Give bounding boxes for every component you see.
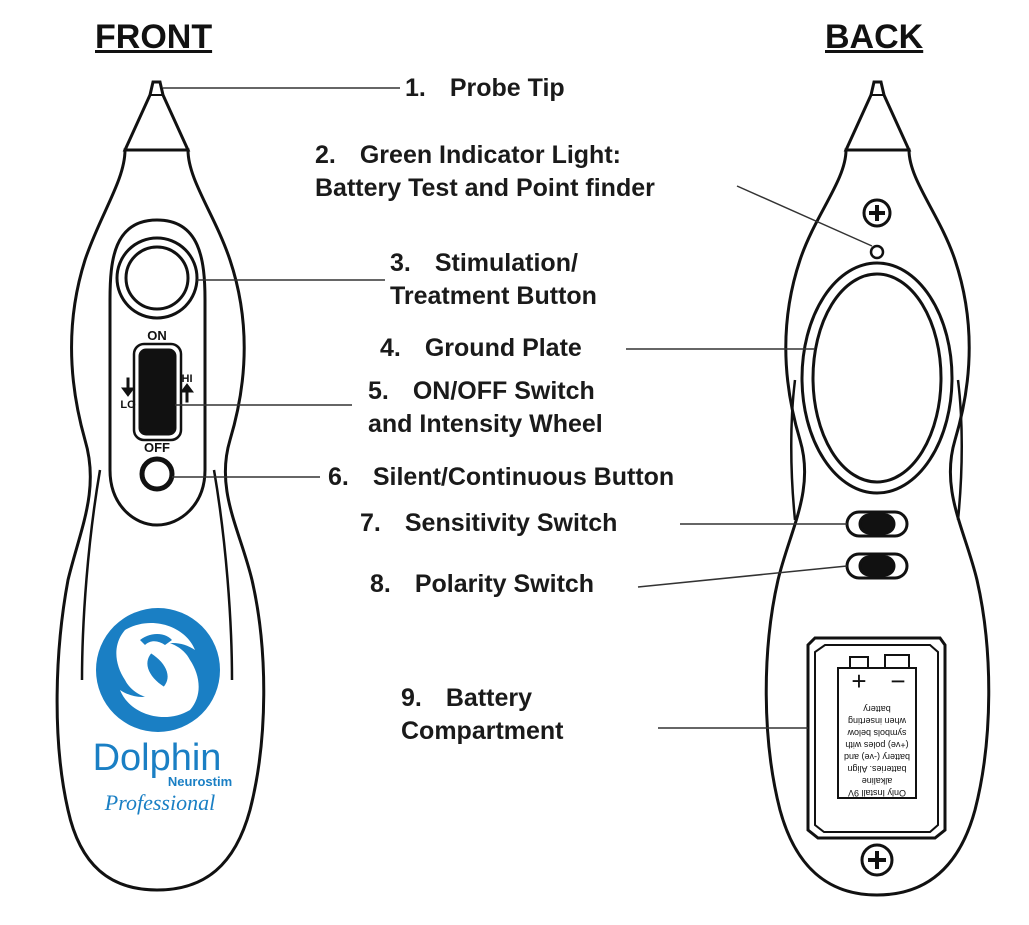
ground-plate [800, 261, 954, 495]
back-probe-tip [843, 80, 912, 152]
callout-green-indicator: 2.Green Indicator Light: Battery Test an… [315, 141, 655, 202]
leader-lines [163, 87, 873, 729]
battery-instruction-line: (+ve) poles with [845, 740, 908, 750]
hi-label: HI [182, 373, 193, 385]
front-control-panel [108, 218, 207, 527]
battery-instruction-line: Only Install 9V [848, 788, 906, 798]
bottom-screw-icon [860, 843, 894, 877]
callout-ground-plate: 4.Ground Plate [380, 334, 582, 362]
battery-instruction-line: batteries. Align [847, 764, 906, 774]
battery-compartment-cover[interactable] [806, 636, 947, 840]
lo-label: LO [120, 399, 136, 411]
stimulation-button[interactable] [115, 236, 199, 320]
back-view-title: BACK [825, 18, 924, 56]
battery-plus-symbol: + [851, 666, 866, 696]
battery-outline [837, 667, 917, 799]
brand-tag: Professional [104, 790, 215, 815]
callout-probe-tip: 1.Probe Tip [405, 74, 565, 102]
switch-on-label: ON [147, 328, 167, 343]
callout-sensitivity-switch: 7.Sensitivity Switch [360, 509, 618, 537]
battery-minus-symbol: − [890, 666, 905, 696]
battery-instructions: Only Install 9V alkaline batteries. Align b… [844, 704, 910, 798]
callout-on-off-switch: 5.ON/OFF Switch and Intensity Wheel [368, 377, 603, 438]
battery-instruction-line: battery [863, 704, 891, 714]
callout-polarity-switch: 8.Polarity Switch [370, 570, 595, 598]
battery-instruction-line: battery (-ve) and [844, 752, 910, 762]
back-device [764, 80, 991, 897]
lo-arrow-icon [121, 377, 135, 397]
front-probe-tip [122, 80, 191, 152]
callout-battery-compartment: 9.Battery Compartment [401, 684, 564, 745]
battery-instruction-line: symbols below [847, 728, 907, 738]
hi-arrow-icon [180, 383, 194, 403]
leader-8 [637, 565, 848, 588]
battery-instruction-line: alkaline [862, 776, 893, 786]
callout-silent-button: 6.Silent/Continuous Button [328, 463, 675, 491]
front-body-outline [55, 148, 266, 892]
top-screw-icon [862, 198, 892, 228]
brand-sub: Neurostim [168, 774, 232, 789]
switch-off-label: OFF [144, 440, 170, 455]
leader-2 [736, 185, 873, 247]
battery-instruction-line: when inserting [848, 716, 907, 726]
brand-name: Dolphin [93, 737, 222, 779]
dolphin-logo [96, 608, 220, 732]
front-view-title: FRONT [95, 18, 213, 56]
on-off-switch-wheel[interactable] [138, 348, 177, 436]
green-indicator-light [869, 244, 885, 260]
callout-stimulation-button: 3.Stimulation/ Treatment Button [390, 249, 597, 310]
silent-continuous-button[interactable] [139, 456, 175, 492]
